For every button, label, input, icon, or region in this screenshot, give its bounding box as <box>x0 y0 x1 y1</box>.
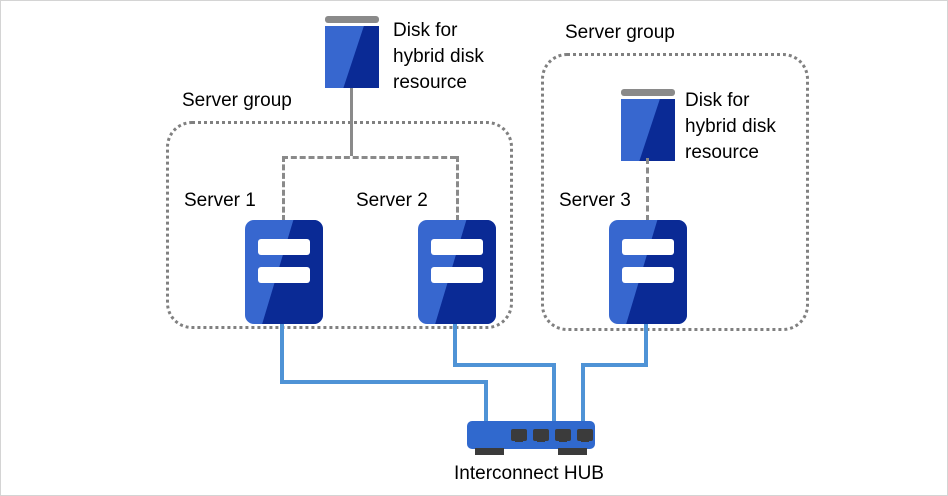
disk-bus-horizontal <box>282 156 456 159</box>
server-group-label-right: Server group <box>565 22 675 43</box>
disk-icon-shared <box>325 16 379 88</box>
server-3-label: Server 3 <box>559 190 631 211</box>
disk-to-server3-line <box>646 158 649 221</box>
server-slot-bottom <box>622 267 674 283</box>
hub-port-3 <box>555 429 571 442</box>
hub-case <box>467 421 595 449</box>
wire-server3-drop <box>581 363 585 422</box>
server-group-label-left: Server group <box>182 90 292 111</box>
wire-server1-vertical <box>280 324 284 384</box>
disk-label-shared-line3: resource <box>393 72 467 93</box>
disk-shade <box>343 26 379 88</box>
disk-label-group2-line3: resource <box>685 142 759 163</box>
disk-cap <box>325 16 379 23</box>
wire-server2-vertical <box>453 324 457 367</box>
disk-bus-drop-server2 <box>456 156 459 221</box>
disk-cap <box>621 89 675 96</box>
wire-server3-horizontal <box>581 363 648 367</box>
server-group-box-left <box>166 121 513 329</box>
server-slot-top <box>431 239 483 255</box>
wire-server3-vertical <box>644 324 648 367</box>
server-slot-bottom <box>258 267 310 283</box>
server-slot-top <box>622 239 674 255</box>
server-icon-2 <box>418 220 496 324</box>
disk-to-bus-line <box>350 88 353 156</box>
hub-port-1 <box>511 429 527 442</box>
wire-server1-drop <box>484 380 488 422</box>
disk-body <box>325 26 379 88</box>
hub-foot-left <box>475 448 504 455</box>
disk-label-shared-line2: hybrid disk <box>393 46 484 67</box>
wire-server1-horizontal <box>280 380 488 384</box>
server-1-label: Server 1 <box>184 190 256 211</box>
server-icon-3 <box>609 220 687 324</box>
wire-server2-horizontal <box>453 363 556 367</box>
disk-body <box>621 99 675 161</box>
interconnect-hub-icon <box>467 421 595 455</box>
server-icon-1 <box>245 220 323 324</box>
disk-shade <box>639 99 675 161</box>
server-2-label: Server 2 <box>356 190 428 211</box>
disk-bus-drop-server1 <box>282 156 285 221</box>
server-group-box-right <box>541 53 809 331</box>
hub-foot-right <box>558 448 587 455</box>
disk-icon-group2 <box>621 89 675 161</box>
server-slot-top <box>258 239 310 255</box>
disk-label-group2-line2: hybrid disk <box>685 116 776 137</box>
hub-port-2 <box>533 429 549 442</box>
disk-label-group2-line1: Disk for <box>685 90 750 111</box>
hub-port-4 <box>577 429 593 442</box>
wire-server2-drop <box>552 363 556 422</box>
server-slot-bottom <box>431 267 483 283</box>
interconnect-hub-label: Interconnect HUB <box>454 463 604 484</box>
disk-label-shared-line1: Disk for <box>393 20 458 41</box>
